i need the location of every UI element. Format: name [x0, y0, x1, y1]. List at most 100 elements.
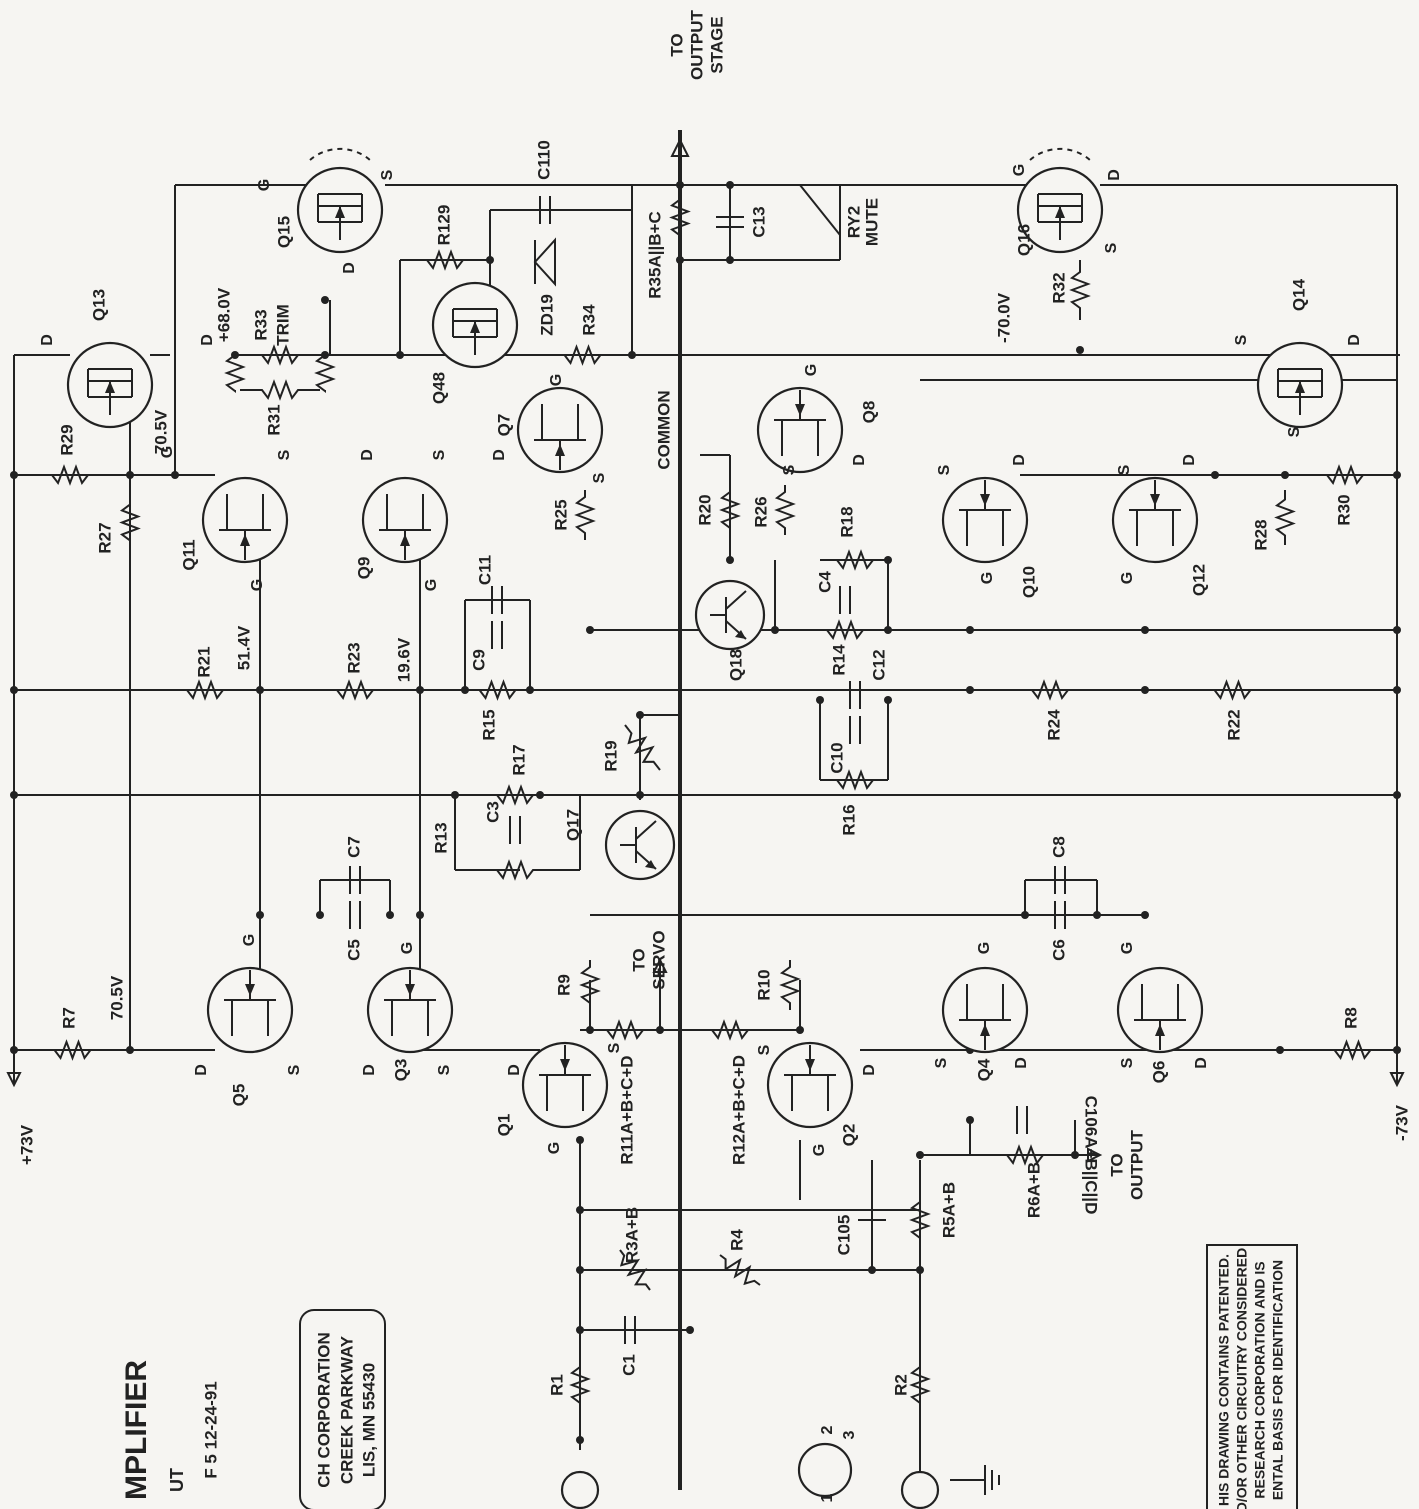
pin-d-label: D [861, 1064, 878, 1076]
r21-label: R21 [194, 646, 213, 677]
q16 [1016, 147, 1104, 254]
r9 [579, 960, 601, 1010]
c8 [1054, 866, 1066, 894]
junction-dot [416, 911, 424, 919]
junction-dot [1141, 686, 1149, 694]
ry2 [799, 184, 841, 236]
q4 [941, 966, 1029, 1054]
c13-label: C13 [749, 206, 768, 237]
ground-symbol [950, 1465, 1000, 1495]
junction-dot [126, 1046, 134, 1054]
junction-dot [966, 1116, 974, 1124]
q9 [361, 476, 449, 564]
pin-s-label: S [933, 1057, 950, 1068]
junction-dot [628, 351, 636, 359]
q2-label: Q2 [839, 1124, 858, 1147]
r32-label: R32 [1049, 272, 1068, 303]
junction-dot [916, 1151, 924, 1159]
r14-label: R14 [829, 644, 848, 676]
input-jack-left [560, 1470, 600, 1509]
r11-label: R11A+B+C+D [617, 1055, 636, 1164]
r31 [240, 379, 320, 401]
junction-dot [576, 1326, 584, 1334]
r13 [490, 859, 540, 881]
xlr-pin-label: 2 [819, 1425, 836, 1434]
to-output-label: OUTPUT [1127, 1129, 1146, 1200]
r13-label: R13 [431, 822, 450, 853]
pin-d-label: D [39, 334, 56, 346]
miller-caps [319, 879, 1098, 915]
c11 [491, 586, 503, 614]
r16 [830, 769, 880, 791]
junction-dot [636, 791, 644, 799]
junction-dot [726, 256, 734, 264]
r7 [45, 1039, 100, 1061]
junction-dot [10, 686, 18, 694]
company-name: CH CORPORATION [314, 1332, 333, 1488]
q8 [756, 386, 844, 474]
zd19-label: ZD19 [537, 294, 556, 336]
q18 [694, 579, 766, 651]
r4 [719, 1254, 761, 1286]
bias-network [129, 355, 1397, 1050]
junction-dot [1393, 626, 1401, 634]
junction-dot [676, 181, 684, 189]
r5-label: R5A+B [939, 1182, 958, 1238]
r2-label: R2 [891, 1374, 910, 1396]
pin-d-label: D [361, 1064, 378, 1076]
to-servo-label: TO [629, 948, 648, 971]
junction-dot [884, 696, 892, 704]
r34-label: R34 [579, 304, 598, 336]
r30 [1320, 464, 1370, 486]
r1 [569, 1345, 591, 1425]
r33t-label: TRIM [273, 304, 292, 346]
r27 [119, 495, 141, 550]
junction-dot [256, 911, 264, 919]
pin-g-label: G [548, 374, 565, 386]
r26 [774, 485, 796, 535]
pin-s-label: S [1103, 242, 1120, 253]
q1 [521, 1041, 609, 1129]
pin-d-label: D [359, 449, 376, 461]
junction-dot [686, 1326, 694, 1334]
q6 [1116, 966, 1204, 1054]
output-stage-arrow [670, 137, 690, 157]
junction-dot [966, 686, 974, 694]
junction-dot [416, 686, 424, 694]
q48 [431, 281, 519, 369]
junction-dot [10, 1046, 18, 1054]
r25-label: R25 [551, 499, 570, 530]
xlr-pin-label: 1 [819, 1493, 836, 1502]
c9 [491, 621, 503, 649]
q4-label: Q4 [974, 1058, 993, 1081]
c12 [849, 681, 861, 709]
c10 [849, 716, 861, 744]
pin-s-label: S [286, 1064, 303, 1075]
junction-dot [126, 471, 134, 479]
r4-label: R4 [727, 1229, 746, 1251]
notice-line: HIS DRAWING CONTAINS PATENTED. [1216, 1254, 1232, 1506]
pin-s-label: S [276, 449, 293, 460]
r31-label: R31 [264, 404, 283, 435]
v1-label: +68.0V [214, 287, 233, 342]
pin-g-label: G [249, 579, 266, 591]
q16-label: Q16 [1014, 224, 1033, 256]
xlr-pin-label: 3 [841, 1430, 858, 1439]
junction-dot [386, 911, 394, 919]
q7 [516, 386, 604, 474]
c7 [349, 866, 361, 894]
c6 [1054, 901, 1066, 929]
c3 [509, 816, 521, 844]
pin-s-label: S [606, 1042, 623, 1053]
pin-d-label: D [1011, 454, 1028, 466]
pin-s-label: S [431, 449, 448, 460]
junction-dot [1021, 911, 1029, 919]
q8-label: Q8 [859, 401, 878, 424]
c110-label: C110 [534, 140, 553, 180]
r3-label: R3A+B [622, 1207, 641, 1263]
r24 [1025, 679, 1075, 701]
junction-dot [884, 556, 892, 564]
pin-s-label: S [1233, 334, 1250, 345]
junction-dot [316, 911, 324, 919]
r17 [490, 784, 540, 806]
